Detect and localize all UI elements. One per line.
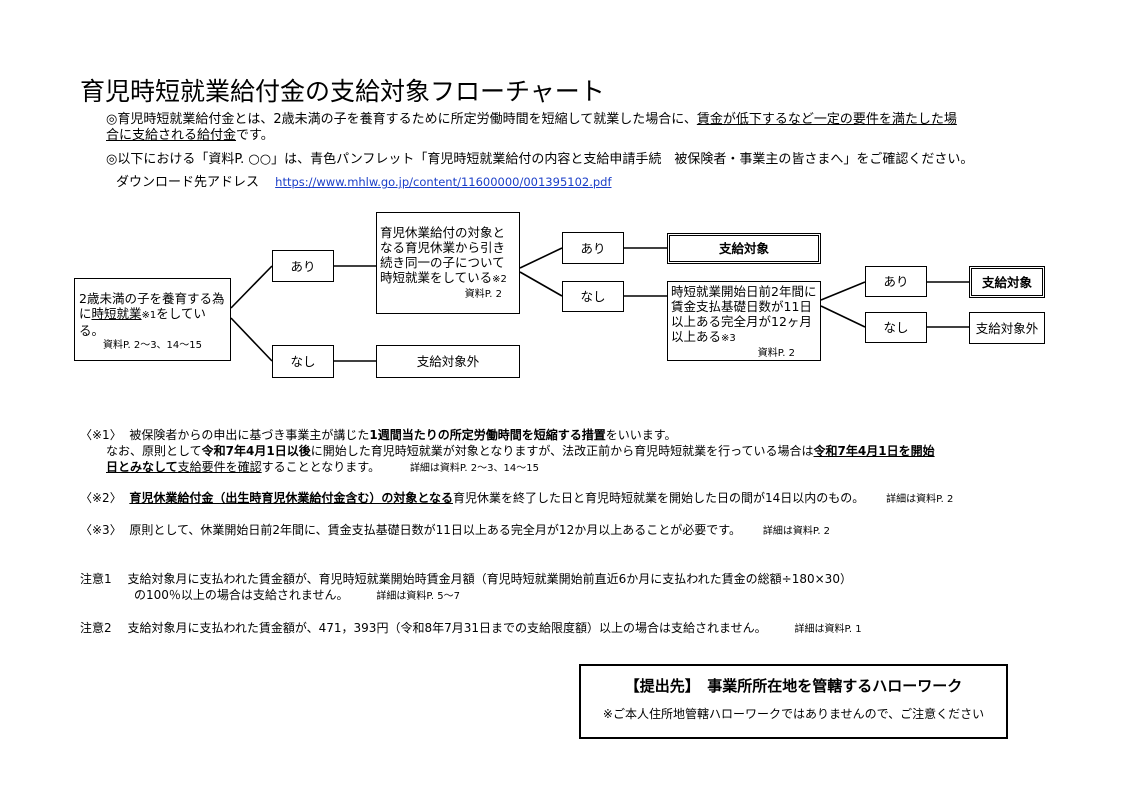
question-1-box: 2歳未満の子を養育する為に時短就業※1をしている。 資料P. 2～3、14～15 xyxy=(74,278,231,361)
q2-yes-box: あり xyxy=(562,232,624,264)
question-3-box: 時短就業開始日前2年間に賃金支払基礎日数が11日以上ある完全月が12ヶ月以上ある… xyxy=(667,281,821,361)
note-3-label: 〈※3〉 xyxy=(80,523,122,537)
question-3-ref: 資料P. 2 xyxy=(757,348,795,359)
note-2: 〈※2〉 育児休業給付金（出生時育児休業給付金含む）の対象となる育児休業を終了し… xyxy=(80,490,953,508)
caution-2-ref: 詳細は資料P. 1 xyxy=(794,624,862,635)
note-1-bold: 1週間当たりの所定労働時間を短縮する措置 xyxy=(369,428,606,442)
note-1-line-2-bold-underline: 令和7年4月1日を開始 xyxy=(813,444,935,458)
question-2-text: 育児休業給付の対象となる育児休業から引き続き同一の子について時短就業をしている xyxy=(380,225,506,285)
question-2-box: 育児休業給付の対象となる育児休業から引き続き同一の子について時短就業をしている※… xyxy=(376,212,520,314)
question-1-ref: 資料P. 2～3、14～15 xyxy=(103,340,203,351)
note-1-line-2-bold: 令和7年4月1日以後 xyxy=(201,444,311,458)
download-row: ダウンロード先アドレス https://www.mhlw.go.jp/conte… xyxy=(116,174,612,191)
submission-heading: 【提出先】 事業所所在地を管轄するハローワーク xyxy=(624,677,963,695)
q1-yes-box: あり xyxy=(272,250,334,282)
q2-eligible-box: 支給対象 xyxy=(667,233,821,264)
q3-no-box: なし xyxy=(865,312,927,343)
q2-no-box: なし xyxy=(562,281,624,312)
caution-2-label: 注意2 xyxy=(80,621,112,635)
caution-1-label: 注意1 xyxy=(80,572,112,586)
q3-eligible-box: 支給対象 xyxy=(969,266,1045,298)
note-1-line-2-text: なお、原則として xyxy=(106,444,202,458)
question-3-text: 時短就業開始日前2年間に賃金支払基礎日数が11日以上ある完全月が12ヶ月以上ある xyxy=(671,284,817,344)
note-1-line-3: 日とみなして支給要件を確認することとなります。 詳細は資料P. 2～3、14～1… xyxy=(106,459,539,477)
question-1-underlined: 時短就業 xyxy=(91,306,142,321)
submission-note: ※ご本人住所地管轄ハローワークではありませんので、ご注意ください xyxy=(602,707,985,721)
note-1-line-1: 〈※1〉 被保険者からの申出に基づき事業主が講じた1週間当たりの所定労働時間を短… xyxy=(80,427,677,443)
note-1-line-3-underline: 支給要件を確認 xyxy=(177,460,262,474)
note-1-text: 被保険者からの申出に基づき事業主が講じた xyxy=(129,428,370,442)
caution-1-text-2: の100％以上の場合は支給されません。 xyxy=(134,588,349,602)
note-1-line-2-mid: に開始した育児時短就業が対象となりますが、法改正前から育児時短就業を行っている場… xyxy=(310,444,814,458)
intro-underline-1: 賃金が低下するなど一定の要件を満たした場 xyxy=(696,112,957,127)
question-2-mark: ※2 xyxy=(492,274,507,285)
q3-not-eligible-box: 支給対象外 xyxy=(969,312,1045,344)
caution-2: 注意2 支給対象月に支払われた賃金額が、471，393円（令和8年7月31日まで… xyxy=(80,620,862,638)
note-2-ref: 詳細は資料P. 2 xyxy=(886,494,954,505)
submission-box: 【提出先】 事業所所在地を管轄するハローワーク ※ご本人住所地管轄ハローワークで… xyxy=(579,664,1008,739)
intro-paragraph-2: ◎以下における「資料P. ○○」は、青色パンフレット「育児時短就業給付の内容と支… xyxy=(106,152,974,167)
caution-1-line-2: の100％以上の場合は支給されません。 詳細は資料P. 5～7 xyxy=(134,587,460,605)
note-3-text: 原則として、休業開始日前2年間に、賃金支払基礎日数が11日以上ある完全月が12か… xyxy=(129,523,742,537)
question-1-text: 2歳未満の子を養育する為に xyxy=(79,291,225,321)
caution-2-text: 支給対象月に支払われた賃金額が、471，393円（令和8年7月31日までの支給限… xyxy=(127,621,767,635)
caution-1-ref: 詳細は資料P. 5～7 xyxy=(376,591,460,602)
note-2-text: 育児休業を終了した日と育児時短就業を開始した日の間が14日以内のもの。 xyxy=(453,491,865,505)
caution-1: 注意1 支給対象月に支払われた賃金額が、育児時短就業開始時賃金月額（育児時短就業… xyxy=(80,571,852,587)
intro-text: ◎育児時短就業給付金とは、2歳未満の子を養育するために所定労働時間を短縮して就業… xyxy=(106,112,697,127)
note-1-text-end: をいいます。 xyxy=(605,428,677,442)
caution-1-text: 支給対象月に支払われた賃金額が、育児時短就業開始時賃金月額（育児時短就業開始前直… xyxy=(127,572,852,586)
download-link[interactable]: https://www.mhlw.go.jp/content/11600000/… xyxy=(275,175,612,189)
note-3-ref: 詳細は資料P. 2 xyxy=(762,526,831,537)
note-2-label: 〈※2〉 xyxy=(80,491,122,505)
question-1-mark: ※1 xyxy=(141,310,157,321)
note-1-line-3-bold-underline: 日とみなして xyxy=(106,460,178,474)
note-3: 〈※3〉 原則として、休業開始日前2年間に、賃金支払基礎日数が11日以上ある完全… xyxy=(80,522,830,540)
intro-paragraph-1: ◎育児時短就業給付金とは、2歳未満の子を養育するために所定労働時間を短縮して就業… xyxy=(106,112,1046,144)
download-label: ダウンロード先アドレス xyxy=(116,175,260,190)
page-title: 育児時短就業給付金の支給対象フローチャート xyxy=(80,77,605,106)
note-1-line-2: なお、原則として令和7年4月1日以後に開始した育児時短就業が対象となりますが、法… xyxy=(106,443,935,459)
note-2-bold-underline: 育児休業給付金（出生時育児休業給付金含む）の対象となる xyxy=(129,491,453,505)
note-1-ref: 詳細は資料P. 2～3、14～15 xyxy=(409,463,539,474)
intro-underline-2: 合に支給される給付金 xyxy=(106,128,237,143)
note-1-label: 〈※1〉 xyxy=(80,428,122,442)
q3-yes-box: あり xyxy=(865,266,927,297)
q1-no-box: なし xyxy=(272,345,334,378)
note-1-line-3-text: することとなります。 xyxy=(261,460,381,474)
intro-text-end: です。 xyxy=(236,128,274,143)
q1-not-eligible-box: 支給対象外 xyxy=(376,345,520,378)
question-3-mark: ※3 xyxy=(721,333,736,344)
question-1-text-end: をしている。 xyxy=(79,306,206,338)
question-2-ref: 資料P. 2 xyxy=(464,289,502,300)
